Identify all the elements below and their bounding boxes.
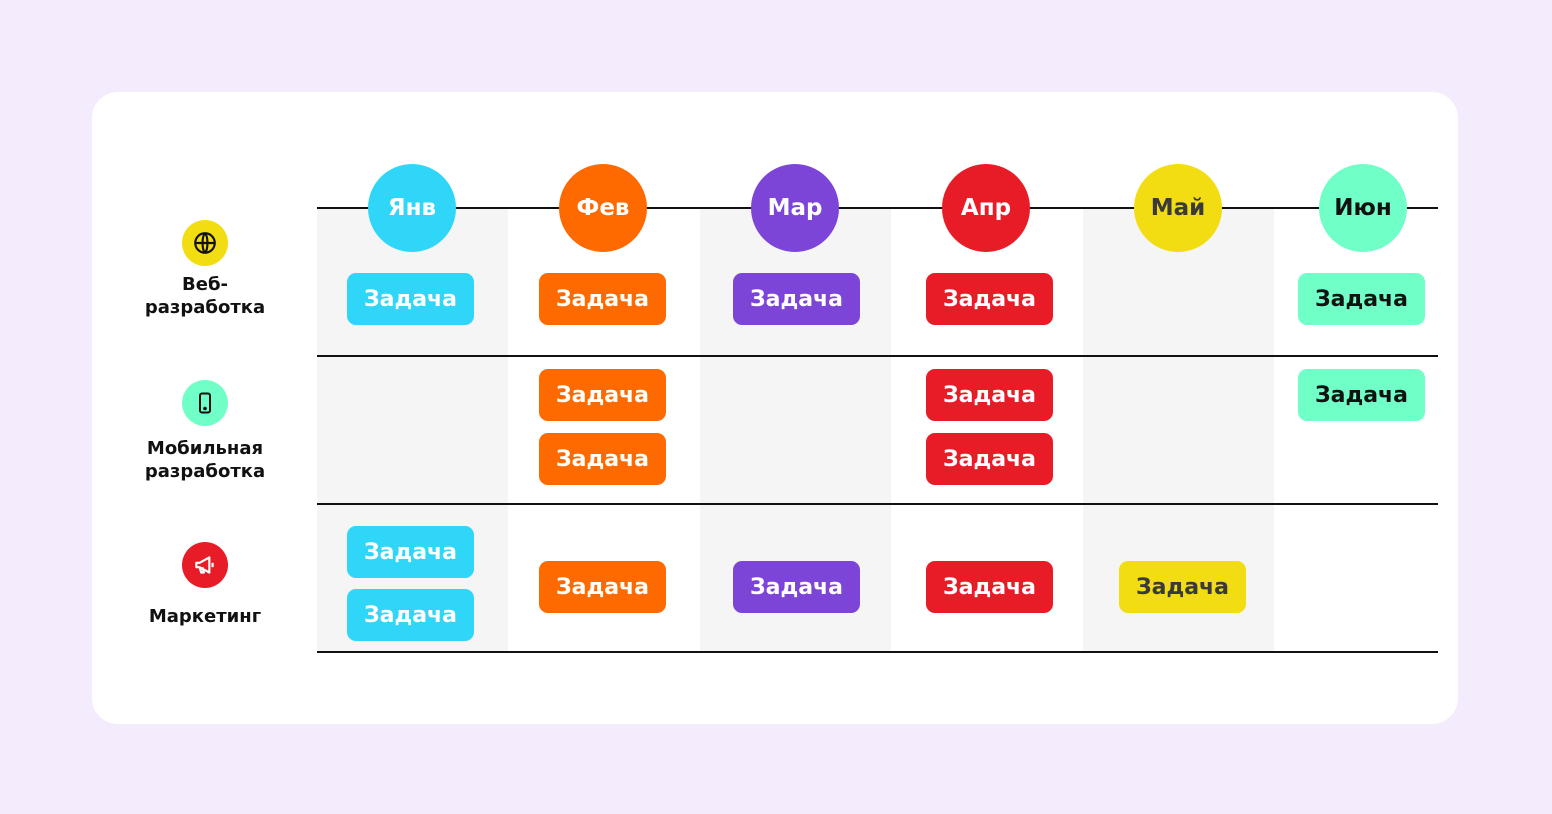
month-jan: Янв: [368, 164, 456, 252]
month-mar: Мар: [751, 164, 839, 252]
task-mobile-jun[interactable]: Задача: [1298, 369, 1425, 421]
task-web-apr[interactable]: Задача: [926, 273, 1053, 325]
task-web-jun[interactable]: Задача: [1298, 273, 1425, 325]
smartphone-icon: [199, 392, 211, 414]
task-mobile-feb-2[interactable]: Задача: [539, 433, 666, 485]
megaphone-icon: [195, 556, 214, 574]
task-marketing-jan-2[interactable]: Задача: [347, 589, 474, 641]
row-label-web: Веб- разработка: [115, 273, 295, 319]
row-divider-1: [317, 355, 1438, 357]
task-marketing-jan-1[interactable]: Задача: [347, 526, 474, 578]
row-icon-web: [182, 220, 228, 266]
row-label-mobile-line2: разработка: [144, 461, 266, 482]
month-feb: Фев: [559, 164, 647, 252]
task-web-mar[interactable]: Задача: [733, 273, 860, 325]
task-mobile-apr-1[interactable]: Задача: [926, 369, 1053, 421]
task-mobile-feb-1[interactable]: Задача: [539, 369, 666, 421]
row-label-marketing-line1: Маркетинг: [148, 606, 262, 627]
row-label-web-line1: Веб-: [182, 274, 228, 295]
task-marketing-feb[interactable]: Задача: [539, 561, 666, 613]
row-icon-mobile: [182, 380, 228, 426]
row-divider-2: [317, 503, 1438, 505]
row-label-mobile-line1: Мобильная: [146, 438, 264, 459]
task-marketing-may[interactable]: Задача: [1119, 561, 1246, 613]
task-marketing-mar[interactable]: Задача: [733, 561, 860, 613]
row-label-web-line2: разработка: [144, 297, 266, 318]
task-marketing-apr[interactable]: Задача: [926, 561, 1053, 613]
month-apr: Апр: [942, 164, 1030, 252]
task-mobile-apr-2[interactable]: Задача: [926, 433, 1053, 485]
month-may: Май: [1134, 164, 1222, 252]
timeline-line: [317, 207, 1438, 209]
task-web-feb[interactable]: Задача: [539, 273, 666, 325]
row-divider-3: [317, 651, 1438, 653]
row-label-marketing: Маркетинг: [115, 605, 295, 628]
month-jun: Июн: [1319, 164, 1407, 252]
row-icon-marketing: [182, 542, 228, 588]
globe-icon: [194, 232, 216, 254]
task-web-jan[interactable]: Задача: [347, 273, 474, 325]
row-label-mobile: Мобильная разработка: [115, 437, 295, 483]
